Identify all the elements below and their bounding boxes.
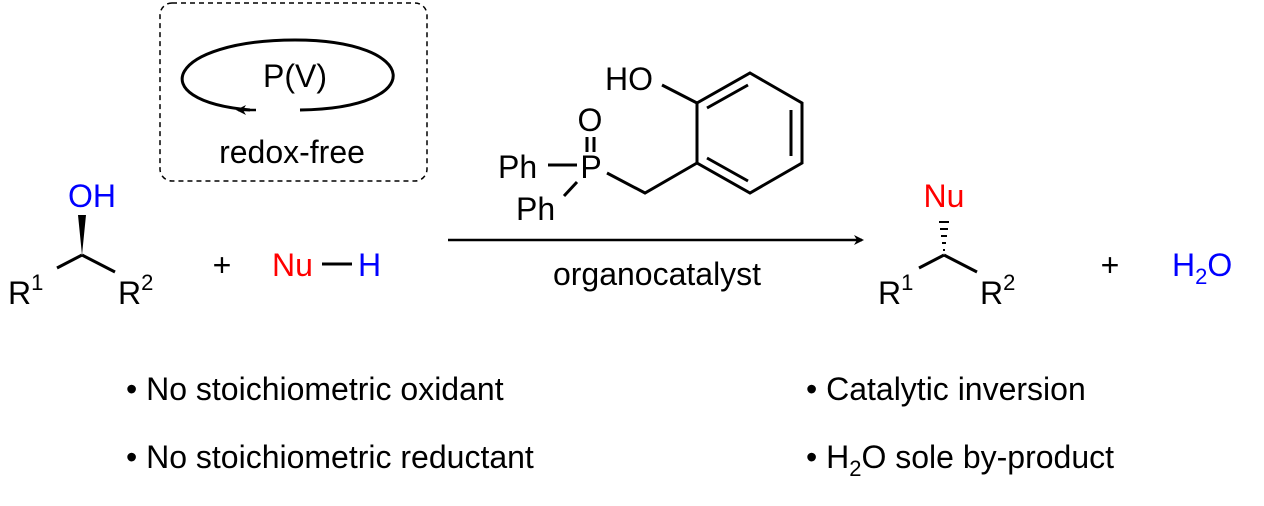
r2-label: R2	[980, 270, 1015, 311]
h-label: H	[358, 247, 381, 283]
pv-label: P(V)	[263, 58, 327, 94]
bullet-no-oxidant: • No stoichiometric oxidant	[126, 371, 504, 407]
catalyst-structure: HO O P Ph Ph	[498, 61, 804, 227]
cycle-ellipse	[180, 38, 395, 112]
bond	[706, 156, 749, 183]
bullet-no-reductant: • No stoichiometric reductant	[126, 439, 534, 475]
r1-label: R1	[8, 270, 43, 311]
hashed-wedge-bond	[939, 221, 949, 251]
nucleophile: Nu H	[272, 247, 381, 283]
nu-group: Nu	[924, 178, 965, 214]
ch2-bond	[606, 161, 698, 195]
bond	[562, 180, 579, 198]
product: Nu R1 R2	[878, 178, 1015, 311]
bond	[81, 253, 116, 274]
bond	[661, 83, 698, 105]
redox-free-label: redox-free	[219, 134, 365, 170]
bond	[56, 253, 83, 270]
r2-label: R2	[118, 270, 153, 311]
redox-free-cycle: P(V) redox-free	[159, 2, 428, 182]
nu-label: Nu	[272, 247, 313, 283]
bond	[706, 83, 749, 110]
bond	[943, 253, 978, 274]
r1-label: R1	[878, 270, 913, 311]
ho-label: HO	[605, 61, 653, 97]
dashed-box	[159, 2, 428, 182]
organocatalyst-label: organocatalyst	[553, 256, 761, 292]
oh-group: OH	[68, 178, 116, 214]
water-byproduct: H2O	[1172, 247, 1232, 289]
bond	[918, 253, 945, 270]
ph-label: Ph	[498, 149, 537, 185]
benzene-ring	[695, 71, 804, 195]
p-label: P	[580, 149, 601, 185]
plus-sign: +	[1101, 247, 1120, 283]
wedge-bond	[78, 215, 86, 255]
plus-sign: +	[213, 247, 232, 283]
bullet-catalytic-inversion: • Catalytic inversion	[806, 371, 1086, 407]
o-label: O	[578, 102, 603, 138]
alcohol-reactant: OH R1 R2	[8, 178, 153, 311]
bullet-water-byproduct: • H2O sole by-product	[806, 439, 1114, 481]
ph-label: Ph	[516, 191, 555, 227]
